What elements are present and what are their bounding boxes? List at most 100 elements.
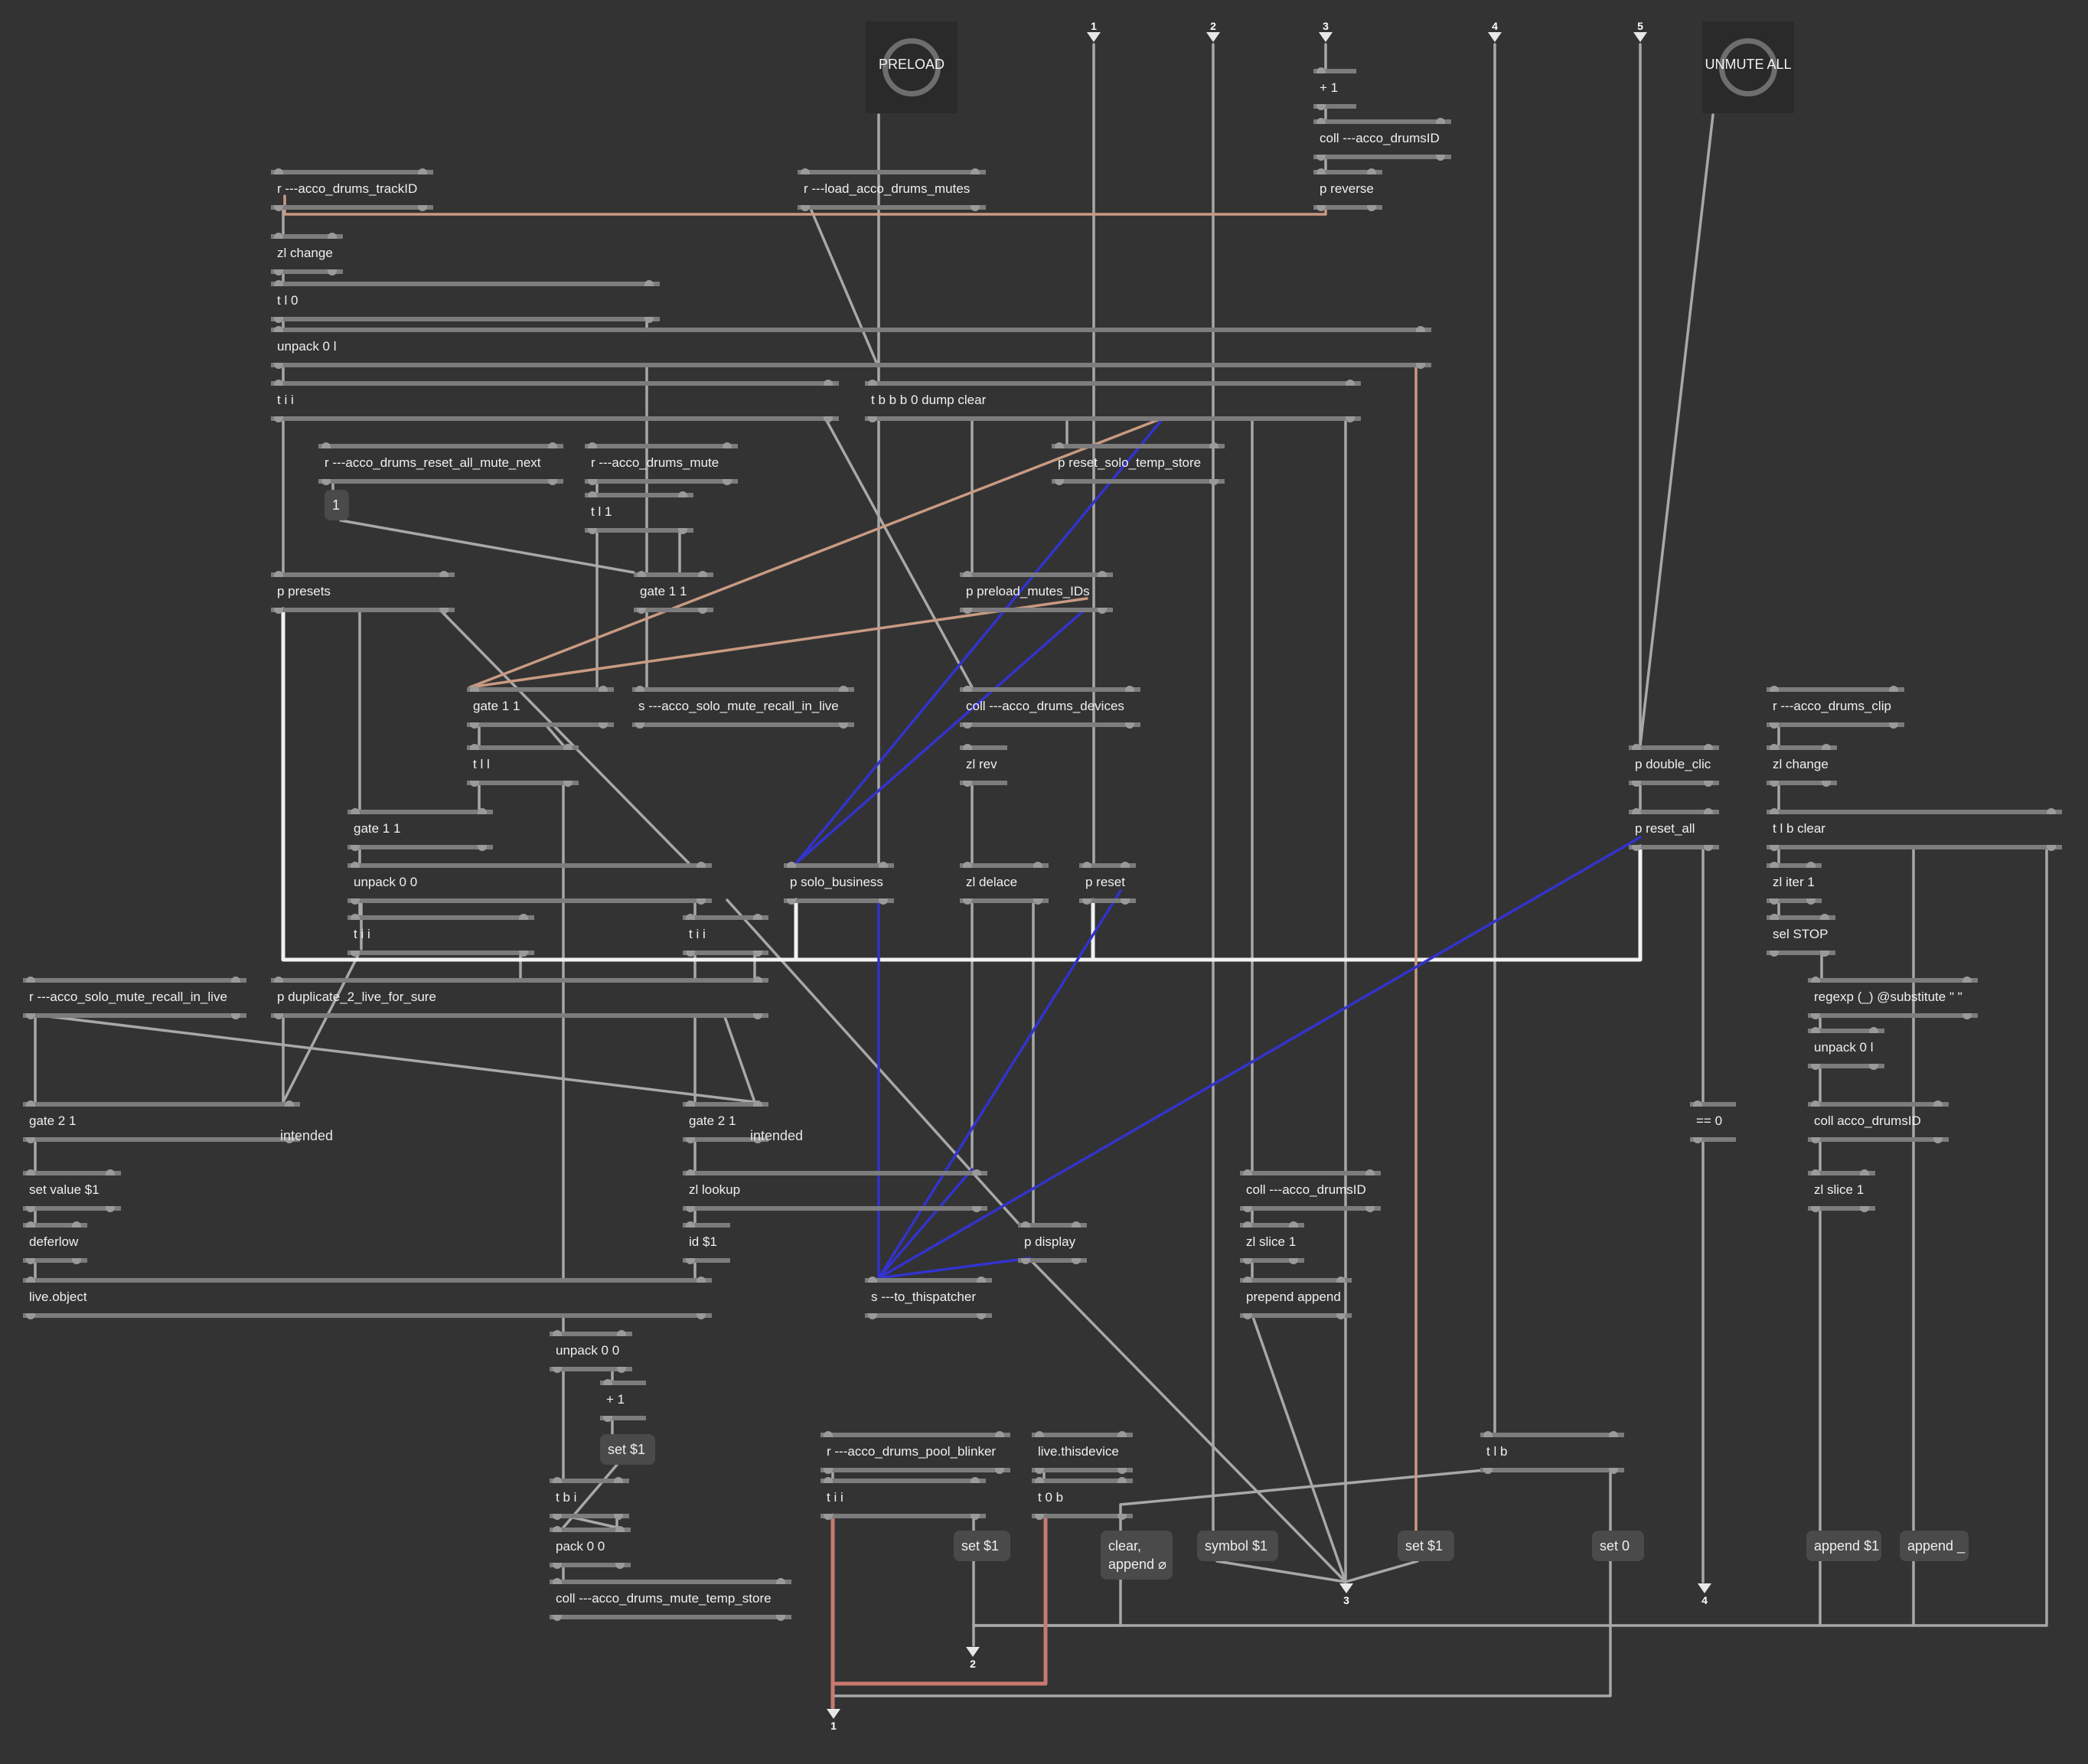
outlet-3[interactable]: 3 (1335, 1582, 1358, 1606)
coll-acco-drums-mute-temp-store[interactable]: coll ---acco_drums_mute_temp_store (550, 1578, 791, 1621)
patch-cord (830, 1513, 1048, 1686)
inlet-4[interactable]: 4 (1483, 20, 1506, 44)
outlet-arrow-icon (966, 1647, 980, 1657)
patch-cord (1029, 1258, 1347, 1583)
patch-cord (438, 608, 690, 865)
t-l-b[interactable]: t l b (1480, 1431, 1624, 1474)
message-clear-append[interactable]: clear, append ⌀ (1101, 1531, 1173, 1580)
receive-acco-drums-trackid[interactable]: r ---acco_drums_trackID (271, 168, 433, 211)
p-solo-business[interactable]: p solo_business (784, 862, 894, 905)
p-reset-solo-temp-store[interactable]: p reset_solo_temp_store (1052, 442, 1225, 485)
unpack-0-l-top[interactable]: unpack 0 l (271, 326, 1431, 369)
zl-change-clip[interactable]: zl change (1767, 744, 1837, 787)
plus-one-object[interactable]: + 1 (1313, 67, 1356, 110)
p-preload-mutes-ids[interactable]: p preload_mutes_IDs (960, 571, 1113, 614)
zl-delace[interactable]: zl delace (960, 862, 1049, 905)
outlet-2[interactable]: 2 (961, 1645, 984, 1670)
message-set-dollar-1-a[interactable]: set $1 (600, 1434, 655, 1465)
patch-cord (877, 889, 1122, 1280)
t-i-i-left[interactable]: t i i (347, 914, 534, 957)
zl-lookup[interactable]: zl lookup (683, 1169, 987, 1212)
zl-iter-1[interactable]: zl iter 1 (1767, 862, 1822, 905)
unpack-0-0-a[interactable]: unpack 0 0 (347, 862, 712, 905)
send-solo-mute-recall-in-live[interactable]: s ---acco_solo_mute_recall_in_live (632, 686, 854, 729)
t-i-i-blinker[interactable]: t i i (821, 1477, 986, 1520)
t-0-b[interactable]: t 0 b (1032, 1477, 1133, 1520)
message-1[interactable]: 1 (325, 490, 349, 520)
p-duplicate-2-live-for-sure[interactable]: p duplicate_2_live_for_sure (271, 977, 768, 1019)
prepend-append[interactable]: prepend append (1240, 1277, 1352, 1319)
receive-acco-drums-mute[interactable]: r ---acco_drums_mute (585, 442, 738, 485)
patch-cord (1251, 1313, 1347, 1583)
t-i-i-right[interactable]: t i i (683, 914, 768, 957)
t-i-i-top[interactable]: t i i (271, 380, 839, 422)
live-thisdevice[interactable]: live.thisdevice (1032, 1431, 1133, 1474)
pack-0-0[interactable]: pack 0 0 (550, 1526, 631, 1569)
p-reverse[interactable]: p reverse (1313, 168, 1382, 211)
gate-2-1-right[interactable]: gate 2 1 (683, 1100, 768, 1143)
message-symbol-dollar-1[interactable]: symbol $1 (1197, 1531, 1278, 1561)
inlet-1[interactable]: 1 (1082, 20, 1105, 44)
t-b-b-b-0-dump-clear[interactable]: t b b b 0 dump clear (865, 380, 1361, 422)
patch-cord (794, 416, 1165, 865)
id-dollar-1[interactable]: id $1 (683, 1221, 730, 1264)
outlet-4[interactable]: 4 (1693, 1582, 1716, 1606)
zl-slice-1-bottom[interactable]: zl slice 1 (1240, 1221, 1304, 1264)
receive-acco-drums-clip[interactable]: r ---acco_drums_clip (1767, 686, 1904, 729)
zl-rev[interactable]: zl rev (960, 744, 1007, 787)
gate-1-1-a[interactable]: gate 1 1 (634, 571, 713, 614)
t-b-i[interactable]: t b i (550, 1477, 629, 1520)
set-value-msg-object[interactable]: set value $1 (23, 1169, 121, 1212)
inlet-3[interactable]: 3 (1314, 20, 1337, 44)
outlet-arrow-icon (1698, 1583, 1711, 1593)
p-presets[interactable]: p presets (271, 571, 455, 614)
patch-cord (877, 836, 1642, 1280)
p-double-clic[interactable]: p double_clic (1629, 744, 1719, 787)
inlet-2[interactable]: 2 (1202, 20, 1225, 44)
receive-load-acco-drums-mutes[interactable]: r ---load_acco_drums_mutes (798, 168, 986, 211)
live-object[interactable]: live.object (23, 1277, 712, 1319)
unpack-0-0-bottom[interactable]: unpack 0 0 (550, 1330, 632, 1373)
patch-cord (726, 898, 1020, 1224)
coll-acco-drumsid-clip[interactable]: coll acco_drumsID (1808, 1100, 1949, 1143)
patch-cord (1119, 1468, 1494, 1517)
gate-1-1-c[interactable]: gate 1 1 (347, 808, 493, 851)
gate-2-1-left[interactable]: gate 2 1 (23, 1100, 300, 1143)
receive-solo-mute-recall-in-live[interactable]: r ---acco_solo_mute_recall_in_live (23, 977, 246, 1019)
unpack-0-l-clip[interactable]: unpack 0 l (1808, 1027, 1884, 1070)
gate-1-1-b[interactable]: gate 1 1 (467, 686, 614, 729)
t-l-1[interactable]: t l 1 (585, 491, 693, 534)
patch-cord (794, 608, 1087, 865)
unmute-all-button[interactable]: UNMUTE ALL (1702, 21, 1794, 113)
coll-acco-drumsid-bottom[interactable]: coll ---acco_drumsID (1240, 1169, 1381, 1212)
message-set-dollar-1-c[interactable]: set $1 (1398, 1531, 1454, 1561)
p-display[interactable]: p display (1018, 1221, 1087, 1264)
outlet-arrow-icon (1339, 1583, 1353, 1593)
patch-cord (468, 416, 1165, 689)
preload-button[interactable]: PRELOAD (866, 21, 958, 113)
zl-change-top[interactable]: zl change (271, 233, 343, 276)
t-l-b-clear[interactable]: t l b clear (1767, 808, 2062, 851)
p-reset[interactable]: p reset (1079, 862, 1136, 905)
inlet-5[interactable]: 5 (1629, 20, 1652, 44)
receive-reset-all-mute-next[interactable]: r ---acco_drums_reset_all_mute_next (318, 442, 563, 485)
plus-one-bottom[interactable]: + 1 (600, 1379, 646, 1422)
p-reset-all[interactable]: p reset_all (1629, 808, 1719, 851)
message-set-dollar-1-b[interactable]: set $1 (954, 1531, 1010, 1561)
send-to-thispatcher[interactable]: s ---to_thispatcher (865, 1277, 992, 1319)
coll-acco-drumsid-top[interactable]: coll ---acco_drumsID (1313, 118, 1451, 161)
t-l-l[interactable]: t l l (467, 744, 579, 787)
sel-stop[interactable]: sel STOP (1767, 914, 1835, 957)
message-set-0[interactable]: set 0 (1592, 1531, 1644, 1561)
coll-acco-drums-devices[interactable]: coll ---acco_drums_devices (960, 686, 1140, 729)
message-append-dollar-1[interactable]: append $1 (1806, 1531, 1881, 1561)
equals-zero[interactable]: == 0 (1690, 1100, 1736, 1143)
regexp-substitute[interactable]: regexp (_) @substitute " " (1808, 977, 1978, 1019)
message-append-underscore[interactable]: append _ (1900, 1531, 1969, 1561)
outlet-1[interactable]: 1 (822, 1707, 845, 1732)
t-l-0[interactable]: t l 0 (271, 280, 660, 323)
receive-acco-drums-pool-blinker[interactable]: r ---acco_drums_pool_blinker (821, 1431, 1010, 1474)
zl-slice-1-clip[interactable]: zl slice 1 (1808, 1169, 1875, 1212)
deferlow[interactable]: deferlow (23, 1221, 87, 1264)
